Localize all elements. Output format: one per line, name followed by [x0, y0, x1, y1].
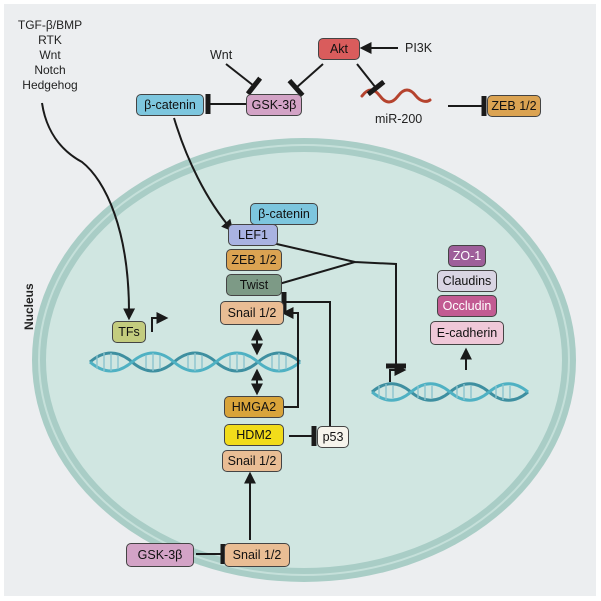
- nucleoplasm: [46, 152, 562, 568]
- zo1-node: ZO-1: [448, 245, 486, 267]
- beta-catenin-node: β-catenin: [136, 94, 204, 116]
- akt-node: Akt: [318, 38, 360, 60]
- promoter-transcription-arrow: [389, 364, 407, 382]
- nuclear-zeb-node: ZEB 1/2: [226, 249, 282, 271]
- nucleus-label: Nucleus: [22, 283, 36, 330]
- gsk3b-bottom-node: GSK-3β: [126, 543, 194, 567]
- tfs-transcription-arrow: [151, 312, 169, 332]
- lef1-node: LEF1: [228, 224, 278, 246]
- mir-200-rna: [360, 88, 432, 104]
- nucleus-envelope-inner-line: [38, 144, 570, 576]
- twist-node: Twist: [226, 274, 282, 296]
- signal-arrow: [41, 102, 136, 321]
- signal-tgfb-bmp: TGF-β/BMP: [17, 18, 83, 32]
- snail-node: Snail 1/2: [220, 301, 284, 325]
- claudins-node: Claudins: [437, 270, 497, 292]
- mir-200-label: miR-200: [375, 112, 423, 126]
- akt-inhibits-mir200: [356, 63, 386, 97]
- dna-helix-left: [89, 351, 301, 373]
- akt-inhibits-gsk: [287, 63, 324, 98]
- tfs-node: TFs: [112, 321, 146, 343]
- gsk3b-node: GSK-3β: [246, 94, 302, 116]
- signal-wnt: Wnt: [39, 48, 61, 62]
- signal-rtk: RTK: [38, 33, 62, 47]
- nuclear-beta-catenin-node: β-catenin: [250, 203, 318, 225]
- p53-inhibits-snail: [281, 292, 331, 426]
- wnt-inhibits-gsk: [225, 63, 263, 96]
- p53-node: p53: [317, 426, 349, 448]
- occludin-node: Occludin: [437, 295, 497, 317]
- bcatenin-to-lef1: [173, 117, 234, 232]
- zeb-node: ZEB 1/2: [487, 95, 541, 117]
- pi3k-label: PI3K: [405, 41, 433, 55]
- dna-helix-right: [371, 382, 529, 402]
- hmga2-activates-snail: [281, 307, 299, 408]
- hmga2-node: HMGA2: [224, 396, 284, 418]
- e-cadherin-node: E-cadherin: [430, 321, 504, 345]
- nuclear-snail-lower-node: Snail 1/2: [222, 450, 282, 472]
- snail-bottom-node: Snail 1/2: [224, 543, 290, 567]
- signal-notch: Notch: [34, 63, 66, 77]
- signal-hedgehog: Hedgehog: [22, 78, 78, 92]
- external-signals-list: TGF-β/BMP RTK Wnt Notch Hedgehog: [10, 18, 90, 93]
- hdm2-node: HDM2: [224, 424, 284, 446]
- wnt-label: Wnt: [210, 48, 233, 62]
